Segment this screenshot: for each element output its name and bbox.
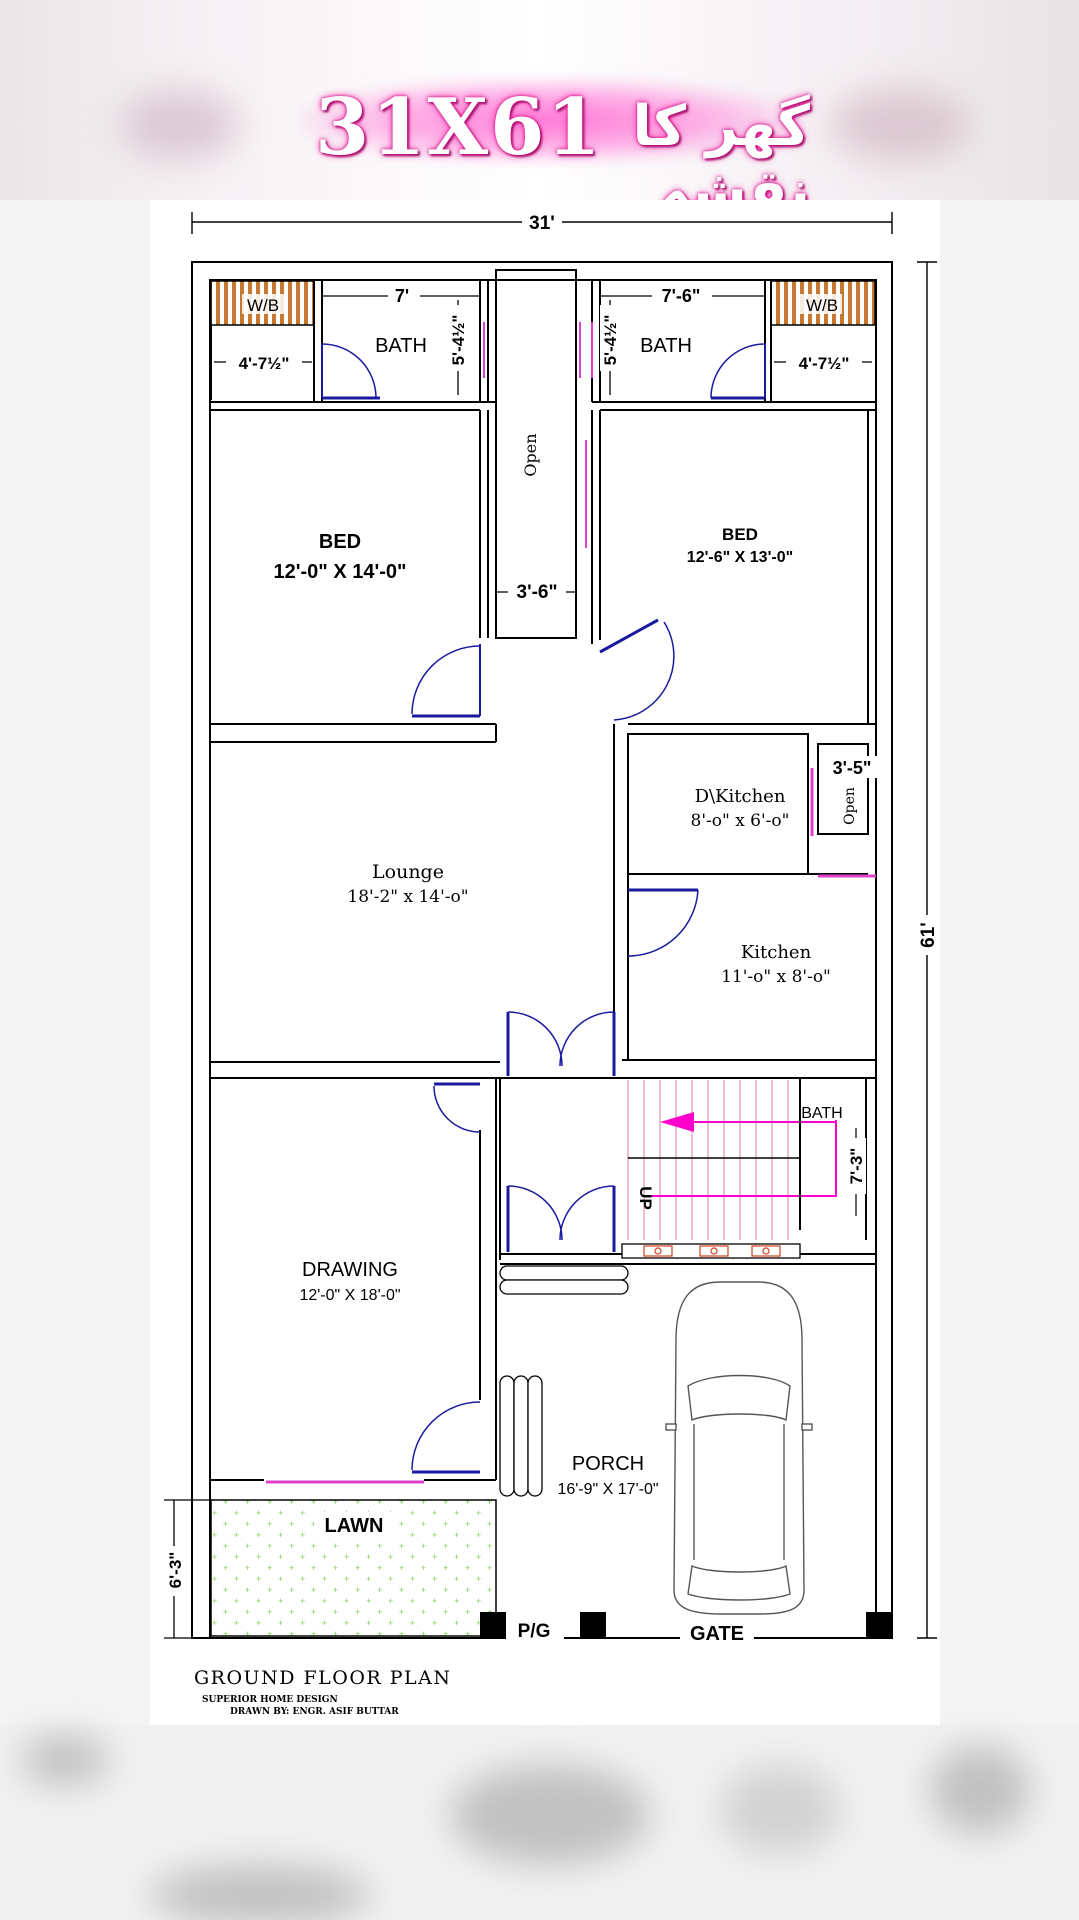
lounge-double-door[interactable] [506, 1011, 616, 1076]
drawing-top-door[interactable] [433, 1082, 481, 1133]
dim-length-label: 61' [918, 922, 939, 948]
kitchen-name: Kitchen [741, 942, 812, 963]
bath-left-height: 5'-4½" [449, 315, 468, 366]
corridor-double-door[interactable] [506, 1185, 616, 1252]
bath-walls [210, 281, 876, 411]
bed-left-door[interactable] [411, 644, 481, 718]
bath-left-width: 7' [395, 286, 409, 306]
dkitchen-name: D\Kitchen [695, 786, 786, 807]
stair-bath-label: BATH [801, 1105, 842, 1122]
bath-right-width: 7'-6" [662, 286, 701, 306]
drawing-walls [209, 1078, 497, 1481]
passage-dim-label: 3'-6" [517, 582, 558, 603]
title-main: 31X61 [315, 82, 603, 173]
drawing-name: DRAWING [302, 1259, 398, 1281]
car-icon [665, 1281, 813, 1615]
stair-arrow [660, 1112, 694, 1132]
porch-steps [499, 1265, 629, 1497]
drawing-bottom-door[interactable] [411, 1401, 481, 1474]
staircase [627, 1080, 800, 1240]
stair-path [650, 1120, 837, 1197]
gate-pillars [480, 1612, 892, 1638]
gate-label: GATE [690, 1623, 744, 1645]
bath-right-door[interactable] [710, 343, 766, 400]
bed-left-name: BED [319, 531, 361, 553]
porch-name: PORCH [572, 1453, 644, 1475]
stair-up-label: UP [636, 1186, 655, 1210]
title-glow [300, 78, 800, 163]
lawn-label: LAWN [325, 1515, 384, 1537]
wb-right-dim: 4'-7½" [799, 354, 850, 373]
lounge-size: 18'-2" x 14'-o" [347, 887, 468, 907]
bed-left-size: 12'-0" X 14'-0" [274, 561, 407, 583]
open-kitchen-label: Open [842, 787, 858, 825]
footer-drawn-by: DRAWN BY: ENGR. ASIF BUTTAR [230, 1707, 399, 1717]
pg-label: P/G [518, 1621, 551, 1642]
bath-right-height: 5'-4½" [601, 315, 620, 366]
bedroom-walls [210, 410, 876, 743]
footer-plan-title: GROUND FLOOR PLAN [194, 1667, 452, 1689]
kitchen-door[interactable] [627, 888, 699, 957]
bed-right-door[interactable] [599, 618, 675, 721]
bath-left-label: BATH [375, 335, 427, 357]
lounge-name: Lounge [372, 861, 444, 883]
open-passage-label: Open [521, 433, 540, 476]
bath-right-label: BATH [640, 335, 692, 357]
bed-right-name: BED [722, 525, 758, 544]
title-banner: 31X61 گھر کا نقشہ [290, 60, 810, 224]
bath-left-door[interactable] [321, 343, 380, 400]
stair-bath-dim: 7'-3" [847, 1148, 866, 1185]
lawn-dim-label: 6'-3" [166, 1552, 185, 1589]
sinks [643, 1245, 781, 1257]
kitchen-size: 11'-o" x 8'-o" [721, 967, 831, 987]
drawing-size: 12'-0" X 18'-0" [299, 1287, 400, 1304]
dim-width-label: 31' [529, 213, 555, 234]
wb-left-label: W/B [247, 296, 279, 315]
bed-right-size: 12'-6" X 13'-0" [687, 549, 793, 566]
open-small-dim: 3'-5" [833, 758, 872, 778]
dkitchen-walls [627, 733, 869, 890]
plan-sheet [150, 200, 940, 1730]
dkitchen-size: 8'-o" x 6'-o" [691, 811, 790, 831]
wb-left-dim: 4'-7½" [239, 354, 290, 373]
open-passage [495, 269, 577, 639]
porch-size: 16'-9" X 17'-0" [557, 1481, 658, 1498]
blurred-footer-background [0, 1725, 1079, 1920]
wb-right-label: W/B [806, 296, 838, 315]
lounge-walls [209, 740, 876, 1260]
footer-company: SUPERIOR HOME DESIGN [202, 1695, 338, 1705]
